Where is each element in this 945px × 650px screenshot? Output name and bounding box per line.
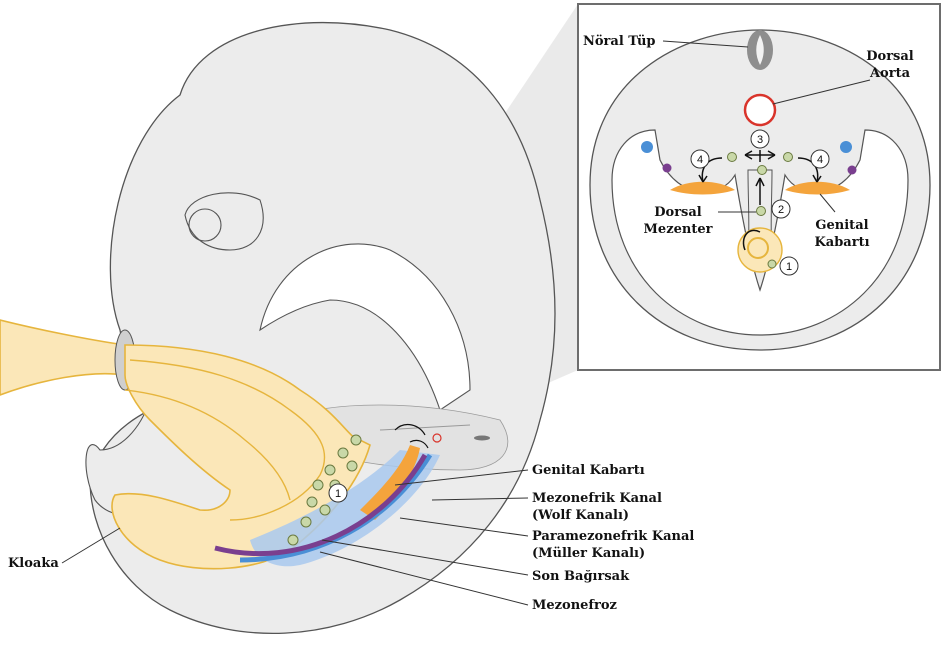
label-son-bagirsak: Son Bağırsak <box>532 569 630 584</box>
svg-text:2: 2 <box>778 204 784 216</box>
label-dorsal-aorta-2: Aorta <box>869 66 911 81</box>
label-kloaka: Kloaka <box>8 556 59 571</box>
label-mezonefroz: Mezonefroz <box>532 598 617 613</box>
inset-step-3: 3 <box>751 130 769 148</box>
yolk-stalk <box>0 320 125 395</box>
inset-step-2: 2 <box>772 200 790 218</box>
inset-step-1: 1 <box>780 257 798 275</box>
inset-step-4-left: 4 <box>691 150 709 168</box>
inset-step-4-right: 4 <box>811 150 829 168</box>
label-dorsal-mezenter-1: Dorsal <box>654 205 702 220</box>
svg-text:4: 4 <box>697 154 703 166</box>
inset-paramezonefrik-right <box>840 141 852 153</box>
inset-paramezonefrik-left <box>641 141 653 153</box>
label-genital-kabarti: Genital Kabartı <box>532 463 645 478</box>
svg-text:4: 4 <box>817 154 823 166</box>
label-mezonefrik-kanal-1: Mezonefrik Kanal <box>532 491 662 506</box>
inset-mezonefrik-left <box>663 164 672 173</box>
inset-mezonefrik-right <box>848 166 857 175</box>
main-step-number: 1 <box>335 488 341 500</box>
label-paramezonefrik-kanal-1: Paramezonefrik Kanal <box>532 529 694 544</box>
label-genital-kabarti-1: Genital <box>815 218 868 233</box>
label-dorsal-aorta-1: Dorsal <box>866 49 914 64</box>
label-paramezonefrik-kanal-2: (Müller Kanalı) <box>532 546 645 561</box>
svg-text:3: 3 <box>757 134 763 146</box>
label-dorsal-mezenter-2: Mezenter <box>644 222 713 237</box>
svg-text:1: 1 <box>786 261 792 273</box>
label-noral-tup: Nöral Tüp <box>583 34 656 49</box>
inset-dorsal-aorta <box>745 95 775 125</box>
label-mezonefrik-kanal-2: (Wolf Kanalı) <box>532 508 629 523</box>
label-genital-kabarti-2: Kabartı <box>814 235 869 250</box>
